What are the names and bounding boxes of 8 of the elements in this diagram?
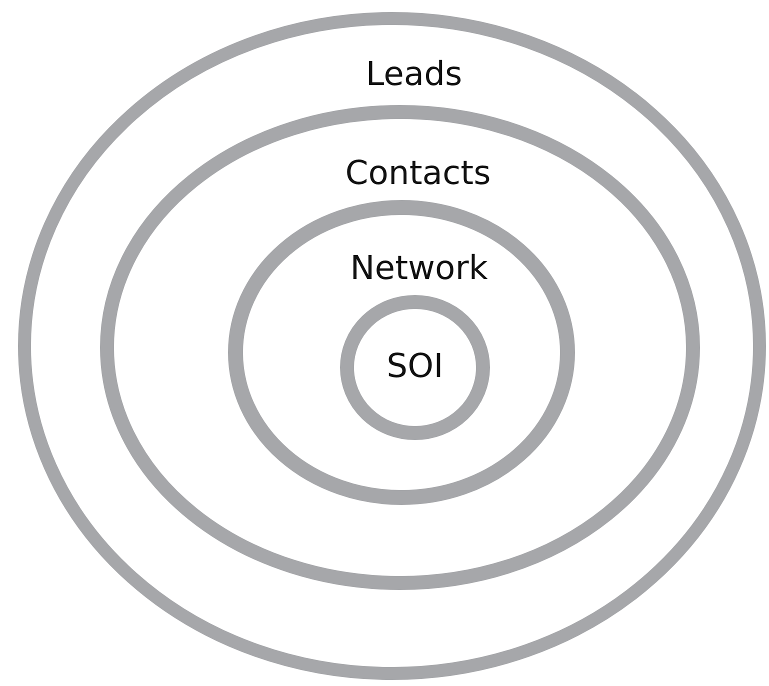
ring bbox=[100, 105, 700, 590]
ring-label: Contacts bbox=[345, 155, 491, 192]
ring bbox=[340, 295, 490, 440]
ring-label: Leads bbox=[366, 56, 462, 92]
ring-label: SOI bbox=[386, 348, 444, 384]
ring-label: Network bbox=[350, 250, 488, 286]
ring bbox=[18, 12, 766, 680]
ring bbox=[228, 200, 575, 505]
